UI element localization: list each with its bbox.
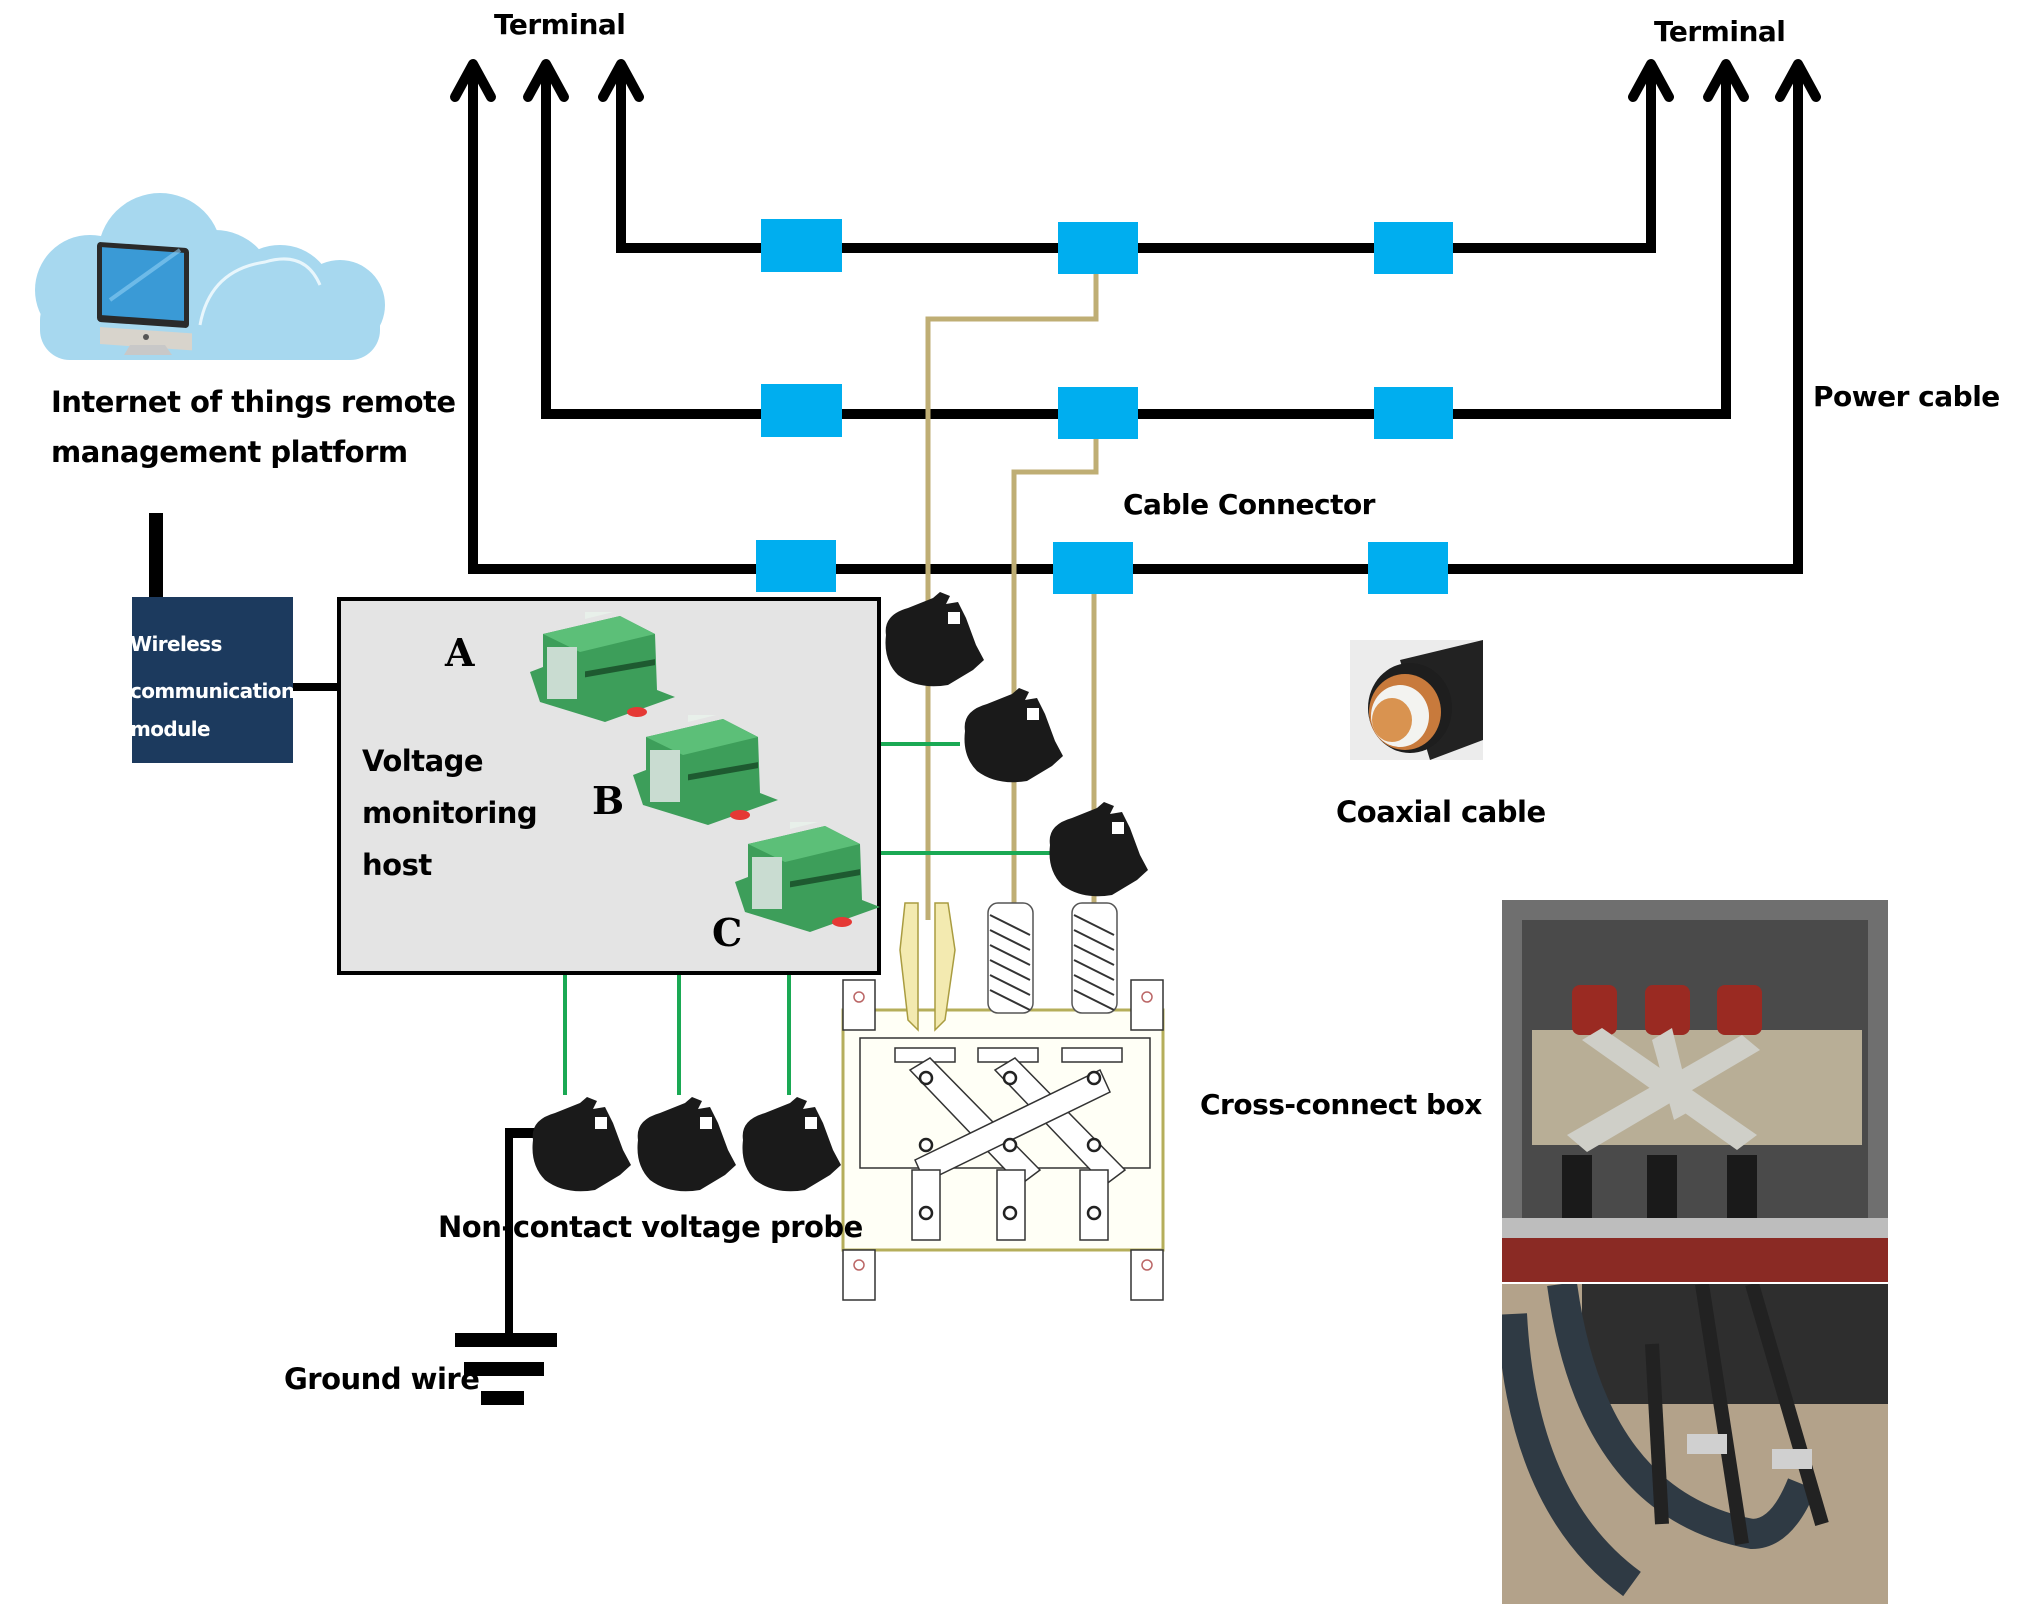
clamp-probe-icon	[964, 688, 1063, 783]
cable-connectors	[756, 219, 1453, 594]
din-rail-module-icon	[735, 822, 880, 932]
cable-connector	[761, 219, 842, 272]
coax-wire-b	[1011, 439, 1099, 905]
power-cable-outer	[468, 66, 1803, 574]
cross-connect-box-drawing	[841, 902, 1165, 1301]
arrow-up-icon	[598, 59, 644, 102]
coaxial-cable-label: Coaxial cable	[1336, 795, 1546, 829]
cable-connector	[761, 384, 842, 437]
module-host-link	[293, 683, 337, 691]
cable-connector	[1374, 387, 1453, 439]
cable-connector	[1053, 542, 1133, 594]
cable-connector	[1058, 222, 1138, 274]
clamp-probe-icon	[885, 592, 984, 687]
cross-connect-box-label: Cross-connect box	[1200, 1088, 1482, 1121]
cable-hoses-photo	[1502, 1284, 1888, 1604]
ground-wire-label: Ground wire	[284, 1362, 480, 1396]
iot-platform-label-line2: management platform	[51, 435, 408, 469]
terminal-label-right: Terminal	[1654, 15, 1786, 48]
wireless-label-line2: communication	[132, 679, 293, 703]
iot-platform-label-line1: Internet of things remote	[51, 385, 456, 419]
arrow-up-icon	[1703, 59, 1749, 102]
clamp-probe-icon	[637, 1097, 736, 1192]
clamp-probe-icon	[742, 1097, 841, 1192]
cable-connector	[1368, 542, 1448, 594]
clamp-probe-icon	[1049, 802, 1148, 897]
host-label-line1: Voltage	[362, 744, 484, 778]
phase-label-c: C	[712, 910, 743, 955]
phase-label-a: A	[445, 630, 475, 675]
cable-connector	[756, 540, 836, 592]
arrow-up-icon	[450, 59, 496, 102]
cable-connector	[1374, 222, 1453, 274]
ground-symbol-icon	[455, 1128, 557, 1405]
arrow-up-icon	[1775, 59, 1821, 102]
wireless-label-line1: Wireless	[132, 632, 222, 656]
wireless-communication-module: Wireless communication module	[132, 597, 293, 763]
cross-connect-box-photo	[1502, 900, 1888, 1282]
wireless-label-line3: module	[132, 717, 211, 741]
coaxial-cable-photo	[1350, 640, 1483, 760]
cloud-computer-icon	[35, 193, 385, 360]
cable-connector	[1058, 387, 1138, 439]
din-rail-module-icon	[530, 612, 675, 722]
power-cable-label: Power cable	[1813, 380, 2000, 413]
antenna-line	[149, 513, 163, 597]
phase-label-b: B	[592, 778, 625, 823]
arrow-up-icon	[523, 59, 569, 102]
host-label-line3: host	[362, 848, 432, 882]
din-rail-module-icon	[633, 715, 778, 825]
cable-connector-label: Cable Connector	[1123, 488, 1376, 521]
terminal-label-left: Terminal	[494, 8, 626, 41]
terminal-arrows	[450, 59, 1821, 102]
host-label-line2: monitoring	[362, 796, 538, 830]
arrow-up-icon	[1628, 59, 1674, 102]
non-contact-probe-label: Non-contact voltage probe	[438, 1210, 863, 1244]
clamp-probe-icon	[532, 1097, 631, 1192]
